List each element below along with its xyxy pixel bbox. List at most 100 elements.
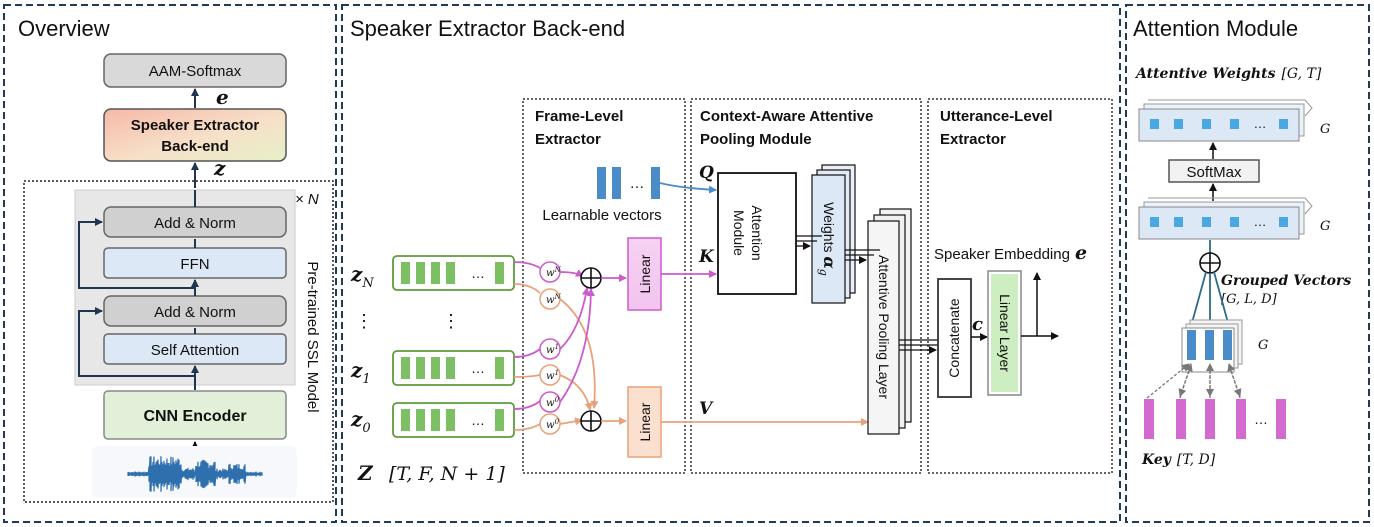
- linear-bottom-label: Linear: [637, 402, 653, 441]
- weight-circle-wk1: w1: [539, 338, 561, 360]
- attention-panel: [1125, 4, 1370, 523]
- ffn-label: FFN: [180, 256, 209, 273]
- frame-level-title-1: Frame-Level: [535, 108, 623, 125]
- z0-feature-box: [392, 402, 515, 438]
- top-stack-ellipsis: …: [1254, 116, 1267, 131]
- pooling-title-2: Pooling Module: [700, 131, 812, 148]
- attention-module-box: [717, 172, 797, 295]
- weight-circle-wvN: wN: [539, 288, 562, 310]
- Q-label: Q: [699, 163, 714, 183]
- weight-circle-wk0: w0: [539, 391, 561, 413]
- backend-title: Speaker Extractor Back-end: [350, 16, 625, 41]
- overview-panel: [3, 4, 337, 523]
- residual-upper: [78, 218, 195, 289]
- K-label: K: [698, 247, 715, 267]
- mid-stack-ellipsis: …: [1254, 214, 1267, 229]
- backend-box: [103, 108, 287, 162]
- linear-layer-fill: [991, 274, 1018, 392]
- z1-label: z1: [350, 358, 371, 387]
- ssl-outer-box: [23, 180, 334, 503]
- Z-shape-label: [T, F, N + 1]: [389, 463, 505, 485]
- overview-title: Overview: [18, 16, 110, 41]
- frame-level-box: [522, 98, 686, 474]
- linear-layer-label: Linear Layer: [997, 294, 1013, 372]
- grouped-vectors-label: Grouped Vectors: [1221, 273, 1351, 289]
- key-label: Key[T, D]: [1141, 452, 1216, 468]
- svg-text:wN: wN: [546, 266, 562, 279]
- backend-box-line1: Speaker Extractor: [131, 117, 260, 134]
- softmax-box: [1168, 159, 1260, 183]
- z0-label: z0: [350, 407, 371, 436]
- weight-circle-wv0: w0: [539, 413, 561, 435]
- utterance-title-1: Utterance-Level: [940, 108, 1053, 125]
- zN-feature-box: [392, 255, 515, 291]
- adder-bottom-icon: [580, 410, 602, 432]
- scores-stack: [1138, 197, 1313, 240]
- svg-text:w1: w1: [546, 369, 559, 382]
- linear-bottom-box: [627, 386, 662, 458]
- attentive-pooling-label: Attentive Pooling Layer: [876, 255, 892, 399]
- svg-text:wN: wN: [546, 293, 562, 306]
- add-norm-top-label: Add & Norm: [154, 215, 236, 232]
- overview-e-label: e: [216, 85, 229, 109]
- zN-label: zN: [350, 262, 374, 291]
- svg-text:w1: w1: [546, 343, 559, 356]
- weight-curves: [513, 261, 599, 431]
- concatenate-box: [937, 278, 972, 398]
- aam-softmax-box: [103, 53, 287, 88]
- waveform-icon: [92, 446, 297, 498]
- Z-label: Z: [357, 461, 374, 485]
- attention-module-label-1: Attention: [749, 205, 765, 260]
- weights-stack: [811, 164, 856, 304]
- weights-label: Weightsαg: [817, 202, 839, 276]
- vdots-left: ⋮: [355, 311, 373, 331]
- top-stack-G: G: [1320, 122, 1330, 137]
- attention-module-label-2: Module: [731, 210, 747, 256]
- arrows-weights-to-pooling: [845, 249, 880, 264]
- attention-title: Attention Module: [1133, 16, 1298, 41]
- arrow-Q: [659, 182, 717, 194]
- key-ellipsis: …: [1254, 411, 1268, 427]
- aam-softmax-label: AAM-Softmax: [149, 63, 242, 80]
- z0-ellipsis: …: [471, 412, 485, 428]
- utterance-level-box: [927, 98, 1113, 474]
- attentive-weights-label: Attentive Weights[G, T]: [1134, 66, 1322, 82]
- svg-text:w0: w0: [546, 396, 560, 409]
- zN-ellipsis: …: [471, 265, 485, 281]
- cnn-encoder-label: CNN Encoder: [143, 408, 246, 425]
- cnn-encoder-box: [103, 390, 287, 440]
- learnable-ellipsis: …: [630, 175, 645, 192]
- arrows-attention-to-weights: [796, 235, 822, 250]
- utterance-title-2: Extractor: [940, 131, 1006, 148]
- z1-feature-box: [392, 350, 515, 386]
- grouped-shape-label: [G, L, D]: [1221, 292, 1278, 307]
- overview-z-label: z: [213, 156, 226, 180]
- pooling-title-1: Context-Aware Attentive: [700, 108, 873, 125]
- weight-circle-wv1: w1: [539, 364, 561, 386]
- backend-box-line2: Back-end: [161, 138, 229, 155]
- times-n-label: × N: [295, 191, 319, 208]
- learnable-vectors-icon: [597, 167, 660, 199]
- ssl-model-label: Pre-trained SSL Model: [304, 261, 321, 412]
- z1-ellipsis: …: [471, 360, 485, 376]
- mid-stack-G: G: [1320, 219, 1330, 234]
- pooling-module-box: [690, 98, 922, 474]
- learnable-vectors-label: Learnable vectors: [542, 207, 661, 224]
- vdots-mid: ⋮: [442, 311, 460, 331]
- adder-top-icon: [580, 267, 602, 289]
- arrows-pooling-to-concat: [899, 339, 938, 354]
- residual-lower: [78, 307, 195, 377]
- frame-level-title-2: Extractor: [535, 131, 601, 148]
- concatenate-label: Concatenate: [946, 298, 962, 378]
- self-attention-label: Self Attention: [151, 342, 239, 359]
- key-bars: [1144, 399, 1286, 439]
- backend-panel: [341, 4, 1121, 523]
- softmax-label: SoftMax: [1186, 164, 1242, 181]
- add-norm-bottom-label: Add & Norm: [154, 304, 236, 321]
- svg-text:w0: w0: [546, 418, 560, 431]
- attentive-weights-stack: [1138, 99, 1313, 142]
- key-to-grouped-arrows: [1146, 363, 1242, 399]
- attention-adder-icon: [1199, 252, 1221, 274]
